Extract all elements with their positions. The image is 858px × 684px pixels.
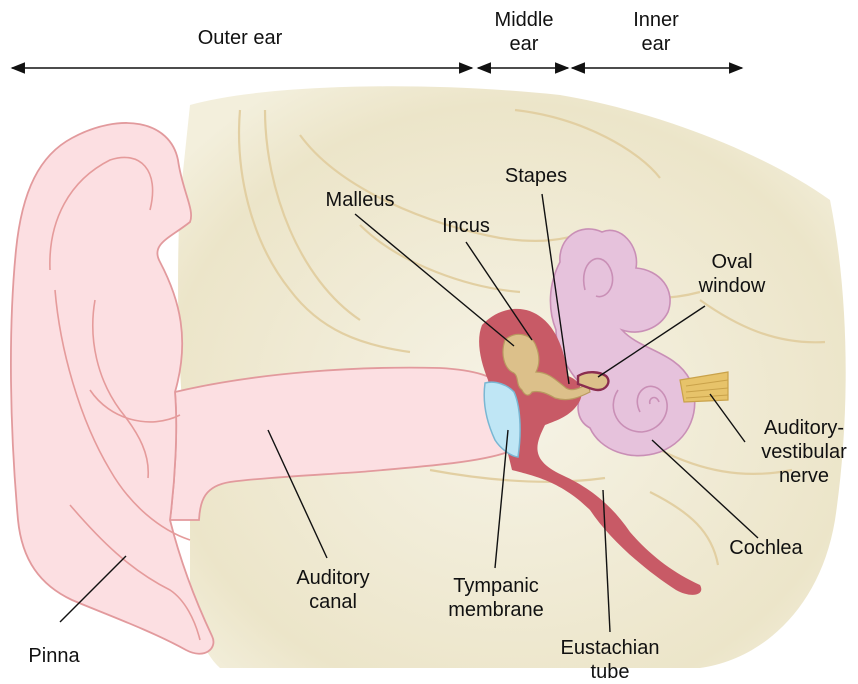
pinna-label: Pinna [28, 645, 80, 667]
nerve-label-line3: nerve [779, 465, 829, 487]
middle-ear-label-line1: Middle [495, 9, 554, 31]
auditory-canal-label-line1: Auditory [296, 567, 369, 589]
malleus-label: Malleus [326, 189, 395, 211]
nerve-label-line2: vestibular [761, 441, 847, 463]
eustachian-tube-label-line1: Eustachian [561, 637, 660, 659]
oval-window-label-line1: Oval [711, 251, 752, 273]
cochlea-label: Cochlea [729, 537, 803, 559]
inner-ear-label-line2: ear [642, 33, 671, 55]
inner-ear-label-line1: Inner [633, 9, 679, 31]
incus-label: Incus [442, 215, 490, 237]
tympanic-membrane-label-line2: membrane [448, 599, 544, 621]
nerve-label-line1: Auditory- [764, 417, 844, 439]
stapes-label: Stapes [505, 165, 567, 187]
oval-window-label-line2: window [698, 275, 766, 297]
tympanic-membrane-label-line1: Tympanic [453, 575, 539, 597]
auditory-canal-label-line2: canal [309, 591, 357, 613]
outer-ear-label: Outer ear [198, 27, 283, 49]
eustachian-tube-label-line2: tube [591, 661, 630, 683]
middle-ear-label-line2: ear [510, 33, 539, 55]
